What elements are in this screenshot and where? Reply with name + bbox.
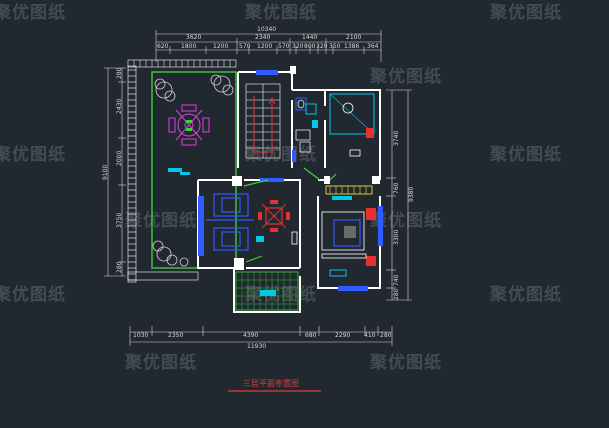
dim-right-detail: 3740 (393, 131, 400, 146)
dim-top-detail: 1386 (344, 43, 359, 50)
dim-left-detail: 280 (116, 67, 123, 79)
watermark-text: 聚优图纸 (244, 144, 317, 165)
cabinet (291, 231, 298, 245)
dim-top-mid: 2340 (255, 34, 270, 41)
dim-bottom-detail: 680 (305, 332, 317, 339)
right-dimensions: 3740 760 3300 740 280 9380 (393, 131, 415, 300)
dim-bottom-detail: 1030 (133, 332, 148, 339)
dim-left-detail: 280 (116, 261, 123, 273)
dim-top-overall: 10340 (257, 26, 276, 33)
side-table (256, 236, 264, 242)
dim-left-detail: 3750 (116, 213, 123, 228)
dim-top-detail: 620 (157, 43, 169, 50)
watermark-text: 聚优图纸 (244, 284, 317, 305)
dim-bottom-detail: 4390 (243, 332, 258, 339)
watermark-text: 聚优图纸 (369, 210, 442, 231)
living-furniture (206, 193, 254, 251)
watermark-text: 聚优图纸 (489, 2, 562, 23)
dim-top-detail: 570 (239, 43, 251, 50)
drawing-title-text: 三层平面布置图 (243, 378, 299, 388)
watermark-text: 聚优图纸 (489, 284, 562, 305)
dim-bottom-detail: 280 (380, 332, 392, 339)
watermark-text: 聚优图纸 (0, 2, 66, 23)
watermark-text: 聚优图纸 (124, 352, 197, 373)
watermark-text: 聚优图纸 (124, 210, 197, 231)
railing-hatch (128, 69, 136, 281)
doors (243, 167, 337, 263)
watermarks: 聚优图纸 聚优图纸 聚优图纸 聚优图纸 聚优图纸 聚优图纸 聚优图纸 聚优图纸 … (0, 2, 562, 373)
watermark-text: 聚优图纸 (369, 66, 442, 87)
watermark-text: 聚优图纸 (244, 2, 317, 23)
dim-right-detail: 740 (393, 274, 400, 286)
windows (198, 70, 383, 291)
bottom-dimensions: 1030 2350 4390 680 2290 410 280 11930 (133, 332, 392, 350)
dim-top-mid: 2100 (346, 34, 361, 41)
dim-top-detail: 1800 (181, 43, 196, 50)
utility-room (329, 93, 375, 157)
watermark-text: 聚优图纸 (369, 352, 442, 373)
shrubs (152, 74, 234, 267)
columns (232, 66, 380, 270)
deck-chair (180, 172, 190, 175)
dim-right-detail: 760 (393, 182, 400, 194)
dim-top-detail: 350 (329, 43, 341, 50)
dim-right-detail: 280 (393, 288, 400, 300)
table-accent (186, 120, 192, 131)
dim-left-detail: 2000 (116, 151, 123, 166)
deck-chair (168, 168, 182, 172)
roof-garden (127, 59, 237, 283)
handrail (325, 185, 373, 195)
stair-direction-arrow (253, 96, 276, 153)
bedroom-furniture (321, 196, 376, 277)
dim-top-detail: 1200 (213, 43, 228, 50)
dim-top-detail: 570 (278, 43, 290, 50)
garden-table (168, 104, 210, 146)
dim-top-detail: 1200 (257, 43, 272, 50)
dining-set (258, 200, 290, 232)
dim-top-detail: 320 (292, 43, 304, 50)
dim-top-detail: 364 (367, 43, 379, 50)
drawing-title: 三层平面布置图 (228, 378, 321, 392)
watermark-text: 聚优图纸 (0, 284, 66, 305)
staircase (245, 83, 281, 159)
dim-top-detail: 800 (304, 43, 316, 50)
dimension-lines (104, 30, 412, 346)
dim-bottom-detail: 410 (364, 332, 376, 339)
bathroom (295, 97, 318, 153)
dim-right-overall: 9380 (408, 187, 415, 202)
top-dimensions: 10340 3620 2340 1440 2100 620 1800 1200 … (157, 26, 379, 50)
dim-bottom-detail: 2290 (335, 332, 350, 339)
dim-left-detail: 2430 (116, 99, 123, 114)
dim-top-mid: 3620 (186, 34, 201, 41)
dim-top-detail: 320 (316, 43, 328, 50)
watermark-text: 聚优图纸 (0, 144, 66, 165)
planter-border (151, 71, 237, 269)
dim-left-overall: 9100 (102, 165, 109, 180)
dim-bottom-detail: 2350 (168, 332, 183, 339)
left-dimensions: 280 2430 2000 3750 280 9100 (102, 67, 123, 273)
watermark-text: 聚优图纸 (489, 144, 562, 165)
dim-right-detail: 3300 (393, 230, 400, 245)
dim-top-mid: 1440 (302, 34, 317, 41)
balcony (235, 271, 299, 311)
dim-bottom-overall: 11930 (247, 343, 266, 350)
